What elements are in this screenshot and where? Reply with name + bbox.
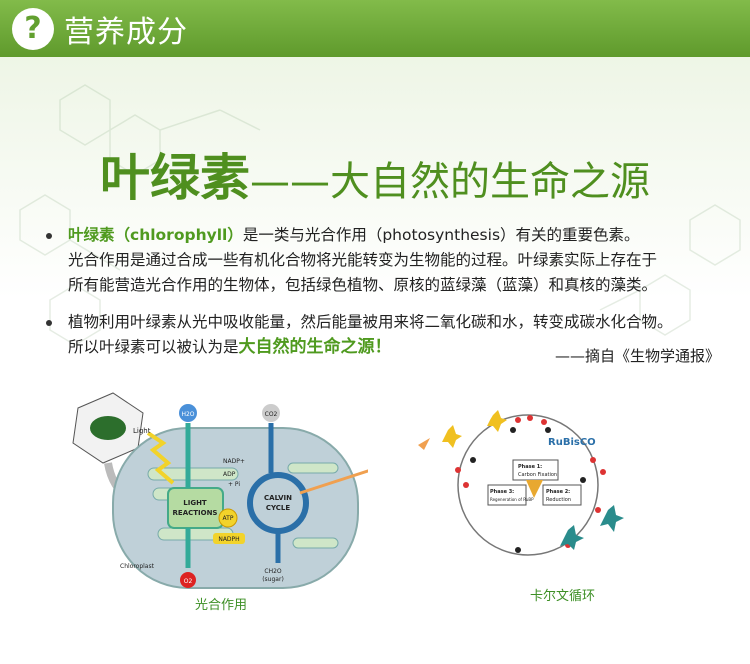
phase1-sub: Carbon Fixation <box>518 472 557 478</box>
header-bar: ? 营养成分 <box>0 0 750 57</box>
light-bolt-icon <box>146 431 175 485</box>
phase2-title: Phase 2: <box>546 489 570 495</box>
header-title: 营养成分 <box>64 14 188 50</box>
h2o-molecule <box>179 404 197 422</box>
question-icon: ? <box>12 7 54 50</box>
bullet-energy: 植物利用叶绿素从光中吸收能量，然后能量被用来将二氧化碳和水，转变成碳水化合物。 … <box>40 310 740 360</box>
atp-icon <box>218 508 238 528</box>
bullet-1-line-3: 所有能营造光合作用的生物体，包括绿色植物、原核的蓝绿藻（蓝藻）和真核的藻类。 <box>68 276 658 294</box>
calvin-cycle-diagram: RuBisCO Phase 1: Carbon Fixation Phase 3… <box>418 410 624 556</box>
ch2o-label: CH2O <box>264 568 282 575</box>
rubisco-label: RuBisCO <box>548 437 596 448</box>
phase3-sub: Regeneration of RuBP <box>490 497 534 502</box>
source-citation: ——摘自《生物学通报》 <box>554 347 720 365</box>
molecule-watermark <box>19 84 741 346</box>
h2o-label: H2O <box>181 411 194 418</box>
main-title-subtitle: ——大自然的生命之源 <box>250 159 650 205</box>
bullet-chlorophyll-intro: 叶绿素（chlorophyll）是一类与光合作用（photosynthesis）… <box>40 223 740 298</box>
bullet-2-line-2: 所以叶绿素可以被认为是 <box>68 338 239 356</box>
light-label: Light <box>133 427 151 435</box>
sugar-label: (sugar) <box>262 576 284 583</box>
photosynthesis-caption: 光合作用 <box>195 598 248 613</box>
nadp-label: NADP+ <box>223 458 245 465</box>
main-title-chlorophyll: 叶绿素 <box>100 149 250 207</box>
bullet-1-line-1: 是一类与光合作用（photosynthesis）有关的重要色素。 <box>242 226 640 244</box>
sun-icon <box>442 425 462 448</box>
star-icon-2 <box>560 525 584 550</box>
pi-label: + Pi <box>228 481 240 488</box>
chlorophyll-highlight: 叶绿素（chlorophyll） <box>68 226 243 244</box>
calvin-label-2: CYCLE <box>266 504 291 512</box>
chloroplast-label: Chloroplast <box>120 563 155 570</box>
light-reactions-box <box>167 487 224 529</box>
arrow-head-icon <box>418 438 430 450</box>
nadph-box <box>213 533 245 544</box>
o2-label: O2 <box>184 578 193 585</box>
bullet-2-line-1: 植物利用叶绿素从光中吸收能量，然后能量被用来将二氧化碳和水，转变成碳水化合物。 <box>68 313 673 331</box>
atp-label: ATP <box>223 515 234 522</box>
bullet-1-line-2: 光合作用是通过合成一些有机化合物将光能转变为生物能的过程。叶绿素实际上存在于 <box>68 251 658 269</box>
nadph-label: NADPH <box>218 536 239 543</box>
adp-label: ADP <box>223 471 236 478</box>
orange-arrow <box>299 469 368 495</box>
co2-label: CO2 <box>265 411 278 418</box>
co2-molecule <box>262 404 280 422</box>
light-reactions-label-2: REACTIONS <box>173 509 218 517</box>
photosynthesis-diagram: LIGHT REACTIONS CALVIN CYCLE H2O CO2 Lig… <box>72 392 368 589</box>
center-funnel-icon <box>526 480 543 498</box>
calvin-label-1: CALVIN <box>264 494 292 502</box>
phase2-box <box>542 484 582 506</box>
cycle-ring <box>457 414 599 556</box>
calvin-cycle-caption: 卡尔文循环 <box>530 589 596 604</box>
bullet-list: 叶绿素（chlorophyll）是一类与光合作用（photosynthesis）… <box>40 223 740 360</box>
phase3-title: Phase 3: <box>490 489 514 495</box>
phase2-sub: Reduction <box>546 497 571 503</box>
o2-molecule <box>180 572 196 588</box>
phase3-box <box>487 484 527 506</box>
phase1-title: Phase 1: <box>518 464 542 470</box>
main-title: 叶绿素——大自然的生命之源 <box>0 138 750 210</box>
life-source-highlight: 大自然的生命之源！ <box>238 337 392 357</box>
star-icon <box>600 505 624 532</box>
sun-icon-2 <box>487 410 507 432</box>
light-reactions-label-1: LIGHT <box>183 499 207 507</box>
